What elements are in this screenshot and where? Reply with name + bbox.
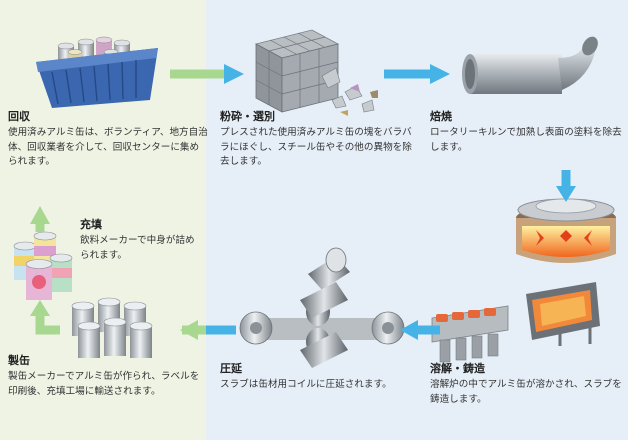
step-crush: 粉砕・選別 プレスされた使用済みアルミ缶の塊をバラバラにほぐし、スチール缶やその… <box>220 110 420 170</box>
crushed-block-icon <box>254 29 378 116</box>
printed-cans-icon <box>13 231 73 300</box>
step-roll-title: 圧延 <box>220 362 242 375</box>
flow-arrows <box>30 64 576 340</box>
step-roll: 圧延 スラブは缶材用コイルに圧延されます。 <box>220 362 416 393</box>
step-fill-title: 充填 <box>80 218 102 231</box>
rotary-kiln-icon <box>462 36 598 94</box>
ingot-mold-icon <box>431 282 600 363</box>
melting-furnace-icon <box>516 198 616 263</box>
step-fill-desc: 飲料メーカーで中身が詰められます。 <box>80 235 195 261</box>
step-roast-title: 焙焼 <box>430 110 452 123</box>
step-roll-desc: スラブは缶材用コイルに圧延されます。 <box>220 379 392 390</box>
step-make-title: 製缶 <box>8 354 30 367</box>
step-melt: 溶解・鋳造 溶解炉の中でアルミ缶が溶かされ、スラブを鋳造します。 <box>430 362 622 407</box>
step-crush-desc: プレスされた使用済みアルミ缶の塊をバラバラにほぐし、スチール缶やその他の異物を除… <box>220 127 412 167</box>
step-melt-desc: 溶解炉の中でアルミ缶が溶かされ、スラブを鋳造します。 <box>430 379 622 405</box>
step-fill: 充填 飲料メーカーで中身が詰められます。 <box>80 218 200 263</box>
step-collect: 回収 使用済みアルミ缶は、ボランティア、地方自治体、回収業者を介して、回収センタ… <box>8 110 208 170</box>
slab-molds <box>431 305 509 363</box>
step-collect-desc: 使用済みアルミ缶は、ボランティア、地方自治体、回収業者を介して、回収センターに集… <box>8 127 208 167</box>
step-make-desc: 製缶メーカーでアルミ缶が作られ、ラベルを印刷後、充填工場に輸送されます。 <box>8 371 200 397</box>
step-roast-desc: ロータリーキルンで加熱し表面の塗料を除去します。 <box>430 127 622 153</box>
step-roast: 焙焼 ロータリーキルンで加熱し表面の塗料を除去します。 <box>430 110 622 155</box>
step-collect-title: 回収 <box>8 110 30 123</box>
rolling-mill-icon <box>239 247 405 368</box>
can-basket-icon <box>36 36 158 108</box>
step-melt-title: 溶解・鋳造 <box>430 362 485 375</box>
step-crush-title: 粉砕・選別 <box>220 110 275 123</box>
can-stack-icon <box>71 297 153 358</box>
step-make: 製缶 製缶メーカーでアルミ缶が作られ、ラベルを印刷後、充填工場に輸送されます。 <box>8 354 204 399</box>
